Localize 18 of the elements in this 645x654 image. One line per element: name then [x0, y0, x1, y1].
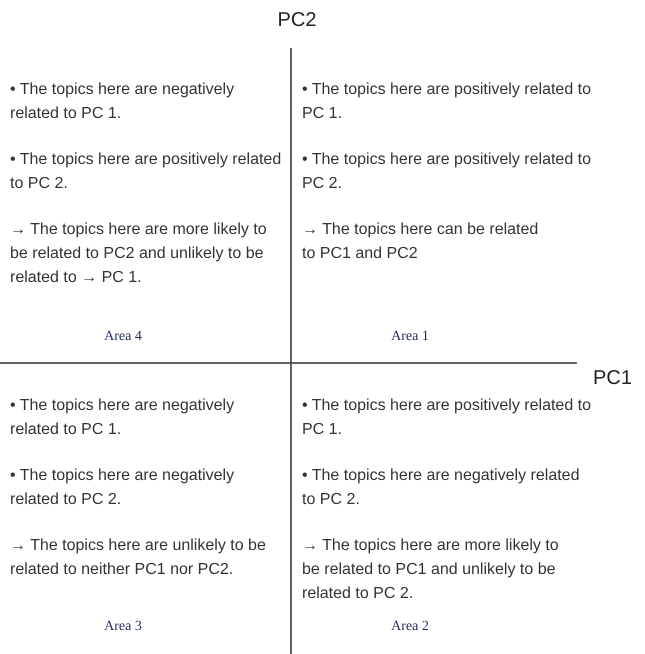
description-text: • The topics here are negatively related to PC 2.: [10, 466, 236, 510]
description-text: • The topics here are positively related to PC 1.: [302, 80, 592, 124]
description-text: • The topics here are positively related to PC 2.: [302, 150, 592, 194]
description-text: • The topics here are negatively related to PC 2.: [302, 466, 580, 510]
area-label: Area 4: [103, 328, 143, 346]
description-text: → The topics here are more likely to be related to PC1 and unlikely to be related to PC 2.: [302, 536, 560, 604]
description-text: → The topics here are unlikely to be related to neither PC1 nor PC2.: [10, 536, 267, 580]
area-label: Area 2: [390, 618, 430, 636]
area-label: Area 3: [103, 618, 143, 636]
description-text: → The topics here can be related to PC1 and PC2: [302, 220, 540, 264]
description-text: → The topics here are more likely to be related to PC2 and unlikely to be related to → PC 1.: [10, 220, 268, 288]
area-label: Area 1: [390, 328, 430, 346]
description-text: • The topics here are negatively related to PC 1.: [10, 80, 236, 124]
description-text: • The topics here are negatively related to PC 1.: [10, 396, 236, 440]
axis-label: PC2: [276, 8, 318, 32]
description-text: • The topics here are positively related to PC 2.: [10, 150, 282, 194]
axis-label: PC1: [592, 366, 633, 390]
description-text: • The topics here are positively related to PC 1.: [302, 396, 592, 440]
